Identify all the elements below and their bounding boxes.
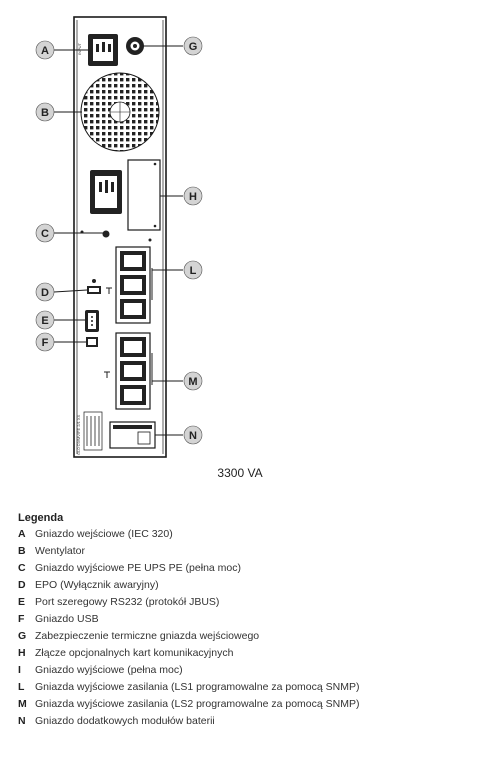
legend-letter: H: [18, 647, 26, 659]
legend-letter: N: [18, 715, 26, 727]
legend-item: A Gniazdo wejściowe (IEC 320): [18, 528, 458, 541]
callout-c: C: [35, 223, 55, 243]
full-power-socket-i: [90, 170, 122, 214]
ls2-outlets-m: [104, 332, 153, 410]
legend-text: Złącze opcjonalnych kart komunikacyjnych: [35, 647, 234, 659]
svg-text:L: L: [190, 265, 197, 277]
svg-text:G: G: [189, 41, 198, 53]
legend-text: Port szeregowy RS232 (protokół JBUS): [35, 596, 220, 608]
legend-item: I Gniazdo wyjściowe (pełna moc): [18, 664, 458, 677]
legend-item: F Gniazdo USB: [18, 613, 458, 626]
svg-text:M: M: [188, 376, 197, 388]
callout-leaders: [53, 45, 183, 436]
fan-b: [80, 72, 160, 152]
ups-rear-panel-diagram: INPUT: [35, 16, 203, 458]
legend-item: H Złącze opcjonalnych kart komunikacyjnyc…: [18, 647, 458, 660]
callout-h: H: [183, 186, 203, 206]
legend-item: L Gniazda wyjściowe zasilania (LS1 progra…: [18, 681, 458, 694]
svg-text:INPUT: INPUT: [77, 42, 82, 55]
battery-connector-n: [109, 421, 156, 449]
legend-letter: F: [18, 613, 25, 625]
callout-g: G: [183, 36, 203, 56]
legend-item: N Gniazdo dodatkowych modułów baterii: [18, 715, 458, 728]
legend-text: Gniazdo wejściowe (IEC 320): [35, 528, 173, 540]
legend-letter: A: [18, 528, 26, 540]
rating-label-plate: [83, 411, 103, 451]
legend-letter: B: [18, 545, 26, 557]
svg-text:B: B: [41, 107, 49, 119]
legend-letter: L: [18, 681, 25, 693]
legend-letter: M: [18, 698, 27, 710]
legend-text: EPO (Wyłącznik awaryjny): [35, 579, 159, 591]
callout-d: D: [35, 282, 55, 302]
legend-letter: I: [18, 664, 21, 676]
legend-item: G Zabezpieczenie termiczne gniazda wejści…: [18, 630, 458, 643]
epo-connector-d: [87, 279, 101, 294]
legend-text: Gniazdo USB: [35, 613, 99, 625]
side-label: GL0 C9/MV/FE 2/1 XX: [76, 414, 81, 455]
legend-item: M Gniazda wyjściowe zasilania (LS2 progra…: [18, 698, 458, 711]
legend-item: B Wentylator: [18, 545, 458, 558]
legend: Legenda A Gniazdo wejściowe (IEC 320) B Wen…: [18, 512, 458, 732]
legend-text: Gniazdo wyjściowe (pełna moc): [35, 664, 183, 676]
callout-l: L: [183, 260, 203, 280]
callout-n: N: [183, 425, 203, 445]
rs232-port-e: [85, 310, 99, 332]
legend-text: Gniazda wyjściowe zasilania (LS1 program…: [35, 681, 360, 693]
legend-title: Legenda: [18, 512, 64, 524]
legend-item: C Gniazdo wyjściowe PE UPS PE (pełna moc): [18, 562, 458, 575]
legend-letter: E: [18, 596, 26, 608]
legend-letter: C: [18, 562, 26, 574]
legend-text: Zabezpieczenie termiczne gniazda wejścio…: [35, 630, 260, 642]
legend-letter: D: [18, 579, 26, 591]
svg-text:D: D: [41, 287, 49, 299]
callout-b: B: [35, 102, 55, 122]
comm-card-slot-h: [127, 159, 161, 231]
model-caption: 3300 VA: [217, 466, 263, 480]
legend-text: Wentylator: [35, 545, 85, 557]
legend-item: D EPO (Wyłącznik awaryjny): [18, 579, 458, 592]
legend-text: Gniazdo wyjściowe PE UPS PE (pełna moc): [35, 562, 241, 574]
ls1-outlets-l: [106, 246, 153, 324]
legend-item: E Port szeregowy RS232 (protokół JBUS): [18, 596, 458, 609]
callout-e: E: [35, 310, 55, 330]
callout-m: M: [183, 371, 203, 391]
svg-text:F: F: [42, 337, 49, 349]
thermal-breaker-g: [126, 37, 144, 55]
legend-text: Gniazdo dodatkowych modułów baterii: [35, 715, 215, 727]
usb-port-f: [86, 337, 98, 347]
svg-text:E: E: [41, 315, 48, 327]
svg-text:A: A: [41, 45, 49, 57]
legend-text: Gniazda wyjściowe zasilania (LS2 program…: [35, 698, 360, 710]
ups-rear-panel-svg: INPUT: [35, 16, 203, 458]
svg-text:H: H: [189, 191, 197, 203]
callout-a: A: [35, 40, 55, 60]
callout-f: F: [35, 332, 55, 352]
svg-text:N: N: [189, 430, 197, 442]
input-socket-a: INPUT: [77, 34, 118, 66]
svg-text:C: C: [41, 228, 49, 240]
legend-letter: G: [18, 630, 27, 642]
